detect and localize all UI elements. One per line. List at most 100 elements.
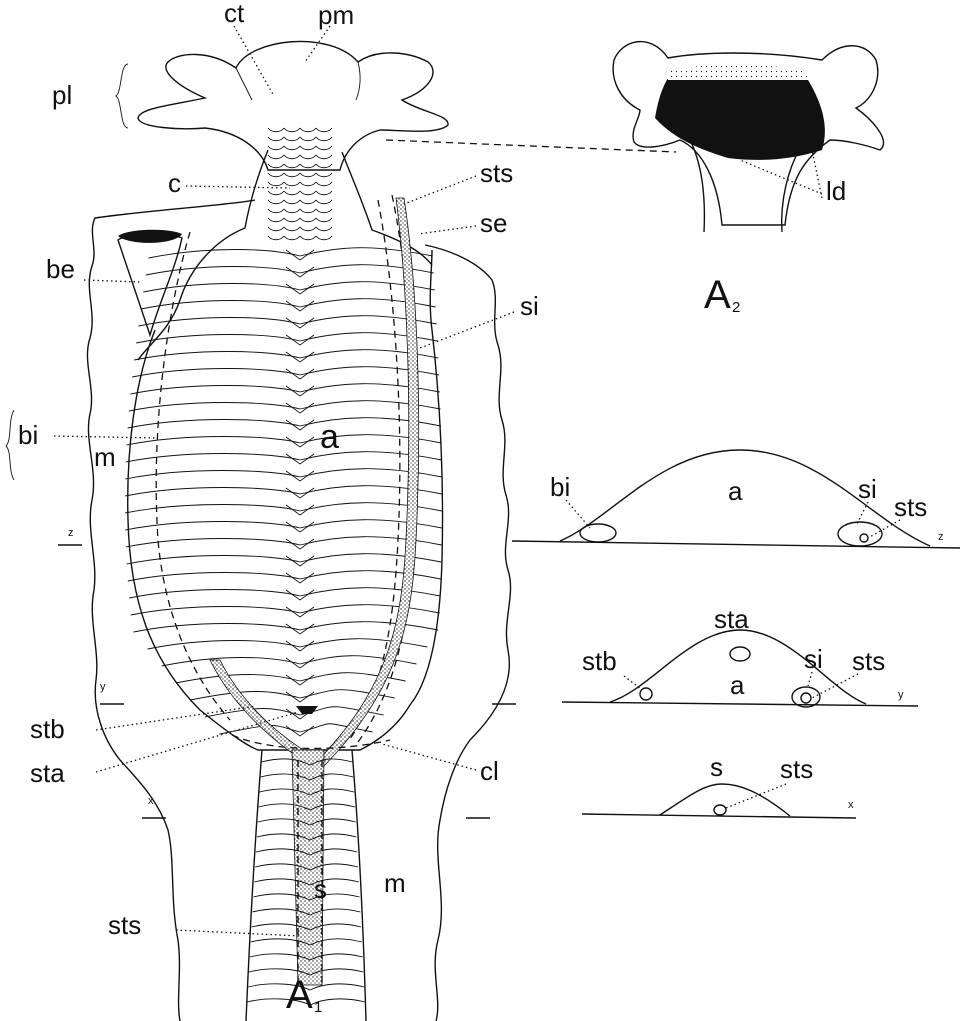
section-x-sts-ellipse <box>714 805 726 815</box>
trunk-scale-chevron <box>286 624 314 634</box>
section-y-label-sts: sts <box>852 646 885 676</box>
section-y-label-si: si <box>804 644 823 674</box>
mantle-outline-right <box>425 245 511 1021</box>
cephalic-scale <box>300 182 316 186</box>
cephalic-scale <box>316 155 332 159</box>
trunk-segment-line <box>126 539 300 548</box>
trunk-segment-line <box>125 505 300 514</box>
trunk-segment-line <box>134 352 300 361</box>
section-z-label-a: a <box>728 476 743 506</box>
trunk-segment-line <box>138 318 300 327</box>
trunk-segment-line <box>300 588 440 596</box>
section-z-label-sts: sts <box>894 492 927 522</box>
label-pl: pl <box>52 80 72 110</box>
trunk-segment-line <box>300 503 442 511</box>
cephalic-scale <box>300 146 316 150</box>
leader-sts-top <box>404 176 476 204</box>
trunk-scale-chevron <box>286 607 314 617</box>
trunk-scale-chevron <box>286 335 314 345</box>
trunk-scale-chevron <box>286 386 314 396</box>
cephalic-scale <box>300 164 316 168</box>
cephalic-scales <box>268 128 332 240</box>
trunk-scale-chevron <box>286 454 314 464</box>
section-z-sts-circle <box>860 534 868 542</box>
caption-a2-sub: 2 <box>732 299 740 316</box>
trunk-segment-line <box>300 537 442 545</box>
section-y-leader-si <box>808 672 812 686</box>
trunk-scale-chevron <box>286 658 314 668</box>
trunk-scale-chevron <box>286 539 314 549</box>
left-shoulder <box>138 150 268 360</box>
cephalic-scale <box>268 191 284 195</box>
label-sts-bottom: sts <box>108 910 141 940</box>
trunk-segment-line <box>125 471 300 480</box>
leader-c <box>186 186 290 188</box>
mantle-outline-left <box>87 200 255 1021</box>
sts-canal-upper <box>312 198 419 770</box>
cephalic-scale <box>316 137 332 141</box>
cephalic-inner-line <box>236 68 252 100</box>
label-sta: sta <box>30 758 65 788</box>
trunk-segment-line <box>300 605 440 613</box>
section-y-sta-ellipse <box>730 647 750 661</box>
section-z-bi-ellipse <box>580 524 616 542</box>
detail-black-area <box>655 78 825 160</box>
cephalic-scale <box>300 191 316 195</box>
cephalic-region <box>138 41 448 170</box>
cephalic-scale <box>300 236 316 240</box>
cephalic-scale <box>284 128 300 132</box>
trunk-segment-line <box>300 673 406 681</box>
trunk-scale-chevron <box>286 420 314 430</box>
trunk-scale-chevron <box>286 505 314 515</box>
leader-cl <box>382 744 476 770</box>
trunk-scale-chevron <box>286 284 314 294</box>
trunk-scale-chevron <box>286 471 314 481</box>
label-bi: bi <box>18 420 38 450</box>
label-m-left: m <box>94 442 116 472</box>
stalk-right-edge <box>352 750 366 1021</box>
leader-stb <box>96 706 256 730</box>
sts-canal-lower <box>292 750 324 985</box>
leader-ld <box>740 160 822 194</box>
trunk-segment-line <box>300 282 435 290</box>
trunk-segment-line <box>130 386 300 395</box>
trunk-segment-line <box>300 486 442 494</box>
label-se: se <box>480 208 507 238</box>
leader-se <box>418 226 476 234</box>
trunk-scale-chevron <box>286 318 314 328</box>
label-y: y <box>100 681 106 693</box>
section-y-label-stb: stb <box>582 646 617 676</box>
cephalic-scale <box>284 155 300 159</box>
trunk-segment-line <box>128 420 300 429</box>
bracket-pl <box>116 64 128 128</box>
section-y-label-sta: sta <box>714 604 749 634</box>
trunk-segment-line <box>134 624 300 633</box>
trunk-scale-chevron <box>286 692 314 702</box>
section-y-sts-circle <box>801 693 811 703</box>
trunk-segment-line <box>300 639 427 647</box>
cephalic-scale <box>300 200 316 204</box>
trunk-segment-line <box>125 488 300 497</box>
section-y-axis: y <box>898 689 904 701</box>
cephalic-scale <box>316 191 332 195</box>
trunk-segment-line <box>126 454 300 463</box>
cephalic-scale <box>300 128 316 132</box>
trunk-segment-line <box>127 437 300 446</box>
trunk-segment-line <box>146 267 300 276</box>
trunk-segment-line <box>132 369 300 378</box>
cephalic-scale <box>284 200 300 204</box>
trunk-segment-line <box>219 726 300 735</box>
trunk-segment-line <box>148 641 300 650</box>
trunk-segment-line <box>176 675 300 684</box>
trunk-segment-line <box>129 590 300 599</box>
bracket-bi <box>6 410 14 480</box>
cephalic-scale <box>300 218 316 222</box>
detail-stipple-band <box>666 65 808 81</box>
cephalic-scale <box>268 128 284 132</box>
label-stb: stb <box>30 714 65 744</box>
section-z-axis: z <box>938 531 944 543</box>
section-z-label-bi: bi <box>550 472 570 502</box>
section-x-leader-sts <box>726 784 786 808</box>
cephalic-scale <box>284 236 300 240</box>
